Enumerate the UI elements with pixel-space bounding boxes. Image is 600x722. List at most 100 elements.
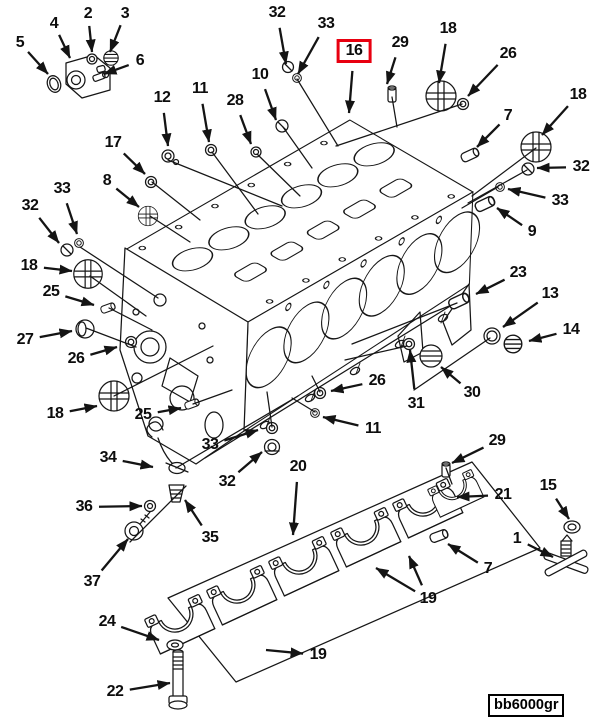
callout-25-left[interactable]: 25 — [42, 283, 60, 300]
cup-27 — [75, 319, 95, 339]
callout-12[interactable]: 12 — [153, 89, 171, 106]
callout-11-mid[interactable]: 11 — [365, 420, 381, 437]
callout-arrow-1 — [527, 543, 554, 559]
callout-32-top[interactable]: 32 — [268, 4, 286, 21]
callout-7-bottom[interactable]: 7 — [483, 560, 493, 577]
callout-2[interactable]: 2 — [83, 5, 93, 22]
callout-14[interactable]: 14 — [562, 321, 580, 338]
callout-18-top[interactable]: 18 — [439, 20, 457, 37]
callout-15[interactable]: 15 — [539, 477, 557, 494]
callout-arrow-22 — [129, 680, 171, 691]
callout-25-lower[interactable]: 25 — [134, 406, 152, 423]
fitting-assembly-4 — [65, 54, 111, 99]
callout-4[interactable]: 4 — [49, 15, 59, 32]
callout-29-bottom[interactable]: 29 — [488, 432, 506, 449]
callout-22[interactable]: 22 — [106, 683, 124, 700]
callout-37[interactable]: 37 — [83, 573, 101, 590]
callout-33-top[interactable]: 33 — [317, 15, 335, 32]
callout-arrow-11-mid — [322, 415, 359, 427]
callout-arrow-29-bottom — [451, 446, 485, 465]
callout-33-left[interactable]: 33 — [53, 180, 71, 197]
callout-arrow-33-right — [507, 186, 546, 199]
callout-30[interactable]: 30 — [463, 384, 481, 401]
callout-28[interactable]: 28 — [226, 92, 244, 109]
callout-arrow-26-mid — [330, 383, 363, 394]
callout-3[interactable]: 3 — [120, 5, 130, 22]
callout-29-top[interactable]: 29 — [391, 34, 409, 51]
callout-arrow-13 — [502, 301, 539, 328]
callout-9[interactable]: 9 — [527, 223, 537, 240]
callout-18-left[interactable]: 18 — [20, 257, 38, 274]
callout-arrow-14 — [528, 332, 557, 343]
callout-arrow-25-left — [65, 295, 95, 307]
leader-lines — [79, 78, 537, 543]
callout-arrow-37 — [100, 538, 129, 572]
callout-arrow-24 — [120, 625, 160, 642]
callout-16[interactable]: 16 — [336, 39, 372, 63]
plug-32-bottom — [263, 438, 281, 456]
callout-8[interactable]: 8 — [102, 172, 112, 189]
callout-18-right[interactable]: 18 — [569, 86, 587, 103]
screw-32-left — [60, 243, 74, 257]
ring-15 — [563, 520, 581, 534]
callout-arrow-15 — [555, 498, 570, 520]
figure-code-box: bb6000gr — [488, 694, 565, 717]
callout-13[interactable]: 13 — [541, 285, 559, 302]
pin-29-top — [387, 85, 397, 103]
plug-30 — [419, 344, 443, 368]
callout-24[interactable]: 24 — [98, 613, 116, 630]
callout-7-right[interactable]: 7 — [503, 107, 513, 124]
callout-arrow-31 — [406, 349, 417, 390]
callout-arrow-32-left — [38, 217, 60, 244]
callout-36[interactable]: 36 — [75, 498, 93, 515]
screw-32-right — [521, 162, 535, 176]
callout-19-bottom[interactable]: 19 — [309, 646, 327, 663]
ring-2 — [86, 53, 98, 65]
callout-arrow-29-top — [385, 56, 397, 85]
callout-21[interactable]: 21 — [494, 486, 512, 503]
callout-10[interactable]: 10 — [251, 66, 269, 83]
callout-1[interactable]: 1 — [512, 530, 522, 547]
callout-19-right[interactable]: 19 — [419, 590, 437, 607]
callout-31[interactable]: 31 — [407, 395, 425, 412]
callout-32-right[interactable]: 32 — [572, 158, 590, 175]
bolt-22 — [168, 649, 188, 710]
callout-arrow-33-top — [296, 36, 320, 75]
callout-6[interactable]: 6 — [135, 52, 145, 69]
callout-26-left[interactable]: 26 — [67, 350, 85, 367]
callout-arrow-33-left — [65, 202, 79, 235]
callout-arrow-26-top — [467, 64, 499, 97]
callout-27[interactable]: 27 — [16, 331, 34, 348]
callout-26-top[interactable]: 26 — [499, 45, 517, 62]
callout-arrow-32-top — [278, 27, 289, 65]
callout-20[interactable]: 20 — [289, 458, 307, 475]
callout-arrow-2 — [85, 25, 96, 53]
callout-arrow-11-top — [201, 103, 212, 143]
handle-fitting-1 — [543, 534, 589, 577]
bolt-26-mid — [313, 386, 327, 400]
callout-arrow-18-lower-left — [69, 403, 98, 414]
callout-arrow-3 — [108, 24, 122, 53]
callout-arrow-7-right — [476, 123, 501, 148]
callout-17[interactable]: 17 — [104, 134, 122, 151]
callout-32-left[interactable]: 32 — [21, 197, 39, 214]
o-ring-5 — [46, 75, 62, 93]
callout-33-right[interactable]: 33 — [551, 192, 569, 209]
fitting-12 — [161, 149, 180, 166]
callout-26-mid[interactable]: 26 — [368, 372, 386, 389]
callout-arrow-30 — [440, 366, 462, 385]
nut-28 — [250, 146, 262, 158]
callout-arrow-21 — [456, 491, 489, 502]
callout-18-lower-left[interactable]: 18 — [46, 405, 64, 422]
callout-5[interactable]: 5 — [15, 34, 25, 51]
callout-11-top[interactable]: 11 — [192, 80, 208, 97]
callout-23[interactable]: 23 — [509, 264, 527, 281]
hardware-parts — [46, 50, 589, 710]
callout-35[interactable]: 35 — [201, 529, 219, 546]
callout-33-bottom[interactable]: 33 — [201, 436, 219, 453]
callout-32-bottom[interactable]: 32 — [218, 473, 236, 490]
callout-34[interactable]: 34 — [99, 449, 117, 466]
